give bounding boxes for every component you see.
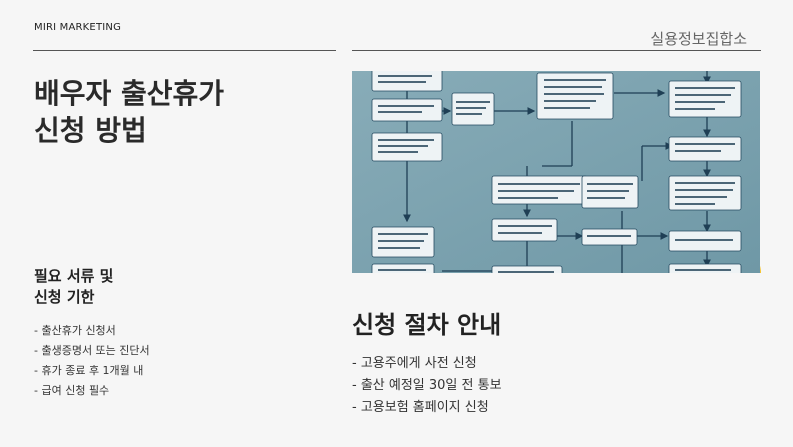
- list-item: - 급여 신청 필수: [34, 384, 110, 397]
- procedure-heading: 신청 절차 안내: [352, 311, 502, 339]
- documents-heading-line2: 신청 기한: [34, 288, 95, 306]
- list-item: - 고용주에게 사전 신청: [352, 356, 477, 371]
- header-divider-right: [352, 50, 761, 51]
- list-item: - 출생증명서 또는 진단서: [34, 344, 150, 357]
- yellow-circle-mask: [700, 273, 770, 313]
- list-item: - 출산 예정일 30일 전 통보: [352, 378, 502, 393]
- list-item: - 휴가 종료 후 1개월 내: [34, 364, 144, 377]
- site-name: 실용정보집합소: [650, 30, 747, 48]
- page-title-line1: 배우자 출산휴가: [34, 77, 225, 110]
- brand-label: MIRI MARKETING: [34, 22, 122, 33]
- procedure-list: - 고용주에게 사전 신청 - 출산 예정일 30일 전 통보 - 고용보험 홈…: [352, 353, 502, 419]
- page-title: 배우자 출산휴가 신청 방법: [34, 75, 224, 149]
- documents-heading-line1: 필요 서류 및: [34, 267, 114, 285]
- list-item: - 출산휴가 신청서: [34, 324, 116, 337]
- list-item: - 고용보험 홈페이지 신청: [352, 400, 489, 415]
- documents-heading: 필요 서류 및 신청 기한: [34, 266, 113, 308]
- header-divider-left: [33, 50, 336, 51]
- hero-flowchart-image: [352, 71, 760, 273]
- documents-list: - 출산휴가 신청서 - 출생증명서 또는 진단서 - 휴가 종료 후 1개월 …: [34, 321, 150, 401]
- flowchart-illustration: [352, 71, 760, 273]
- page-title-line2: 신청 방법: [34, 114, 147, 147]
